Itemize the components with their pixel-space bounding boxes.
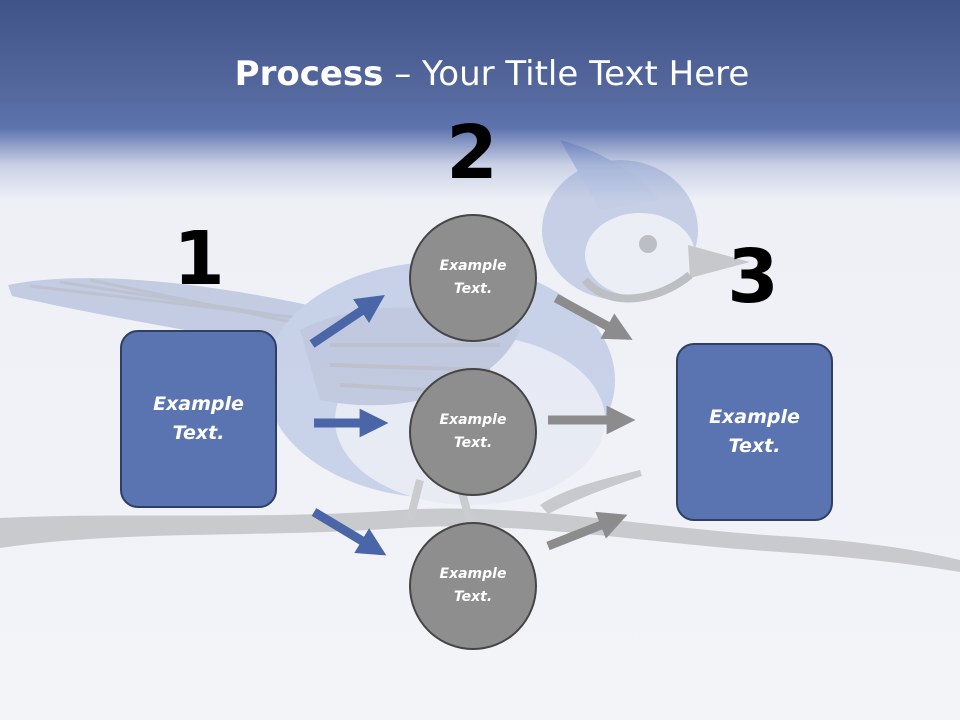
step-2-circle-bottom: Example Text. — [409, 522, 537, 650]
step-2-circle-middle: Example Text. — [409, 368, 537, 496]
title-bold: Process — [234, 54, 384, 94]
title-separator: – — [383, 54, 423, 94]
step-1-number: 1 — [173, 216, 225, 302]
step-3-number: 3 — [727, 234, 779, 320]
step-2-number: 2 — [446, 110, 498, 196]
step-1-box: Example Text. — [120, 330, 277, 508]
step-3-box: Example Text. — [676, 343, 833, 521]
step-2-circle-top: Example Text. — [409, 214, 537, 342]
title-rest: Your Title Text Here — [422, 54, 750, 94]
slide-title: Process – Your Title Text Here — [0, 48, 960, 100]
